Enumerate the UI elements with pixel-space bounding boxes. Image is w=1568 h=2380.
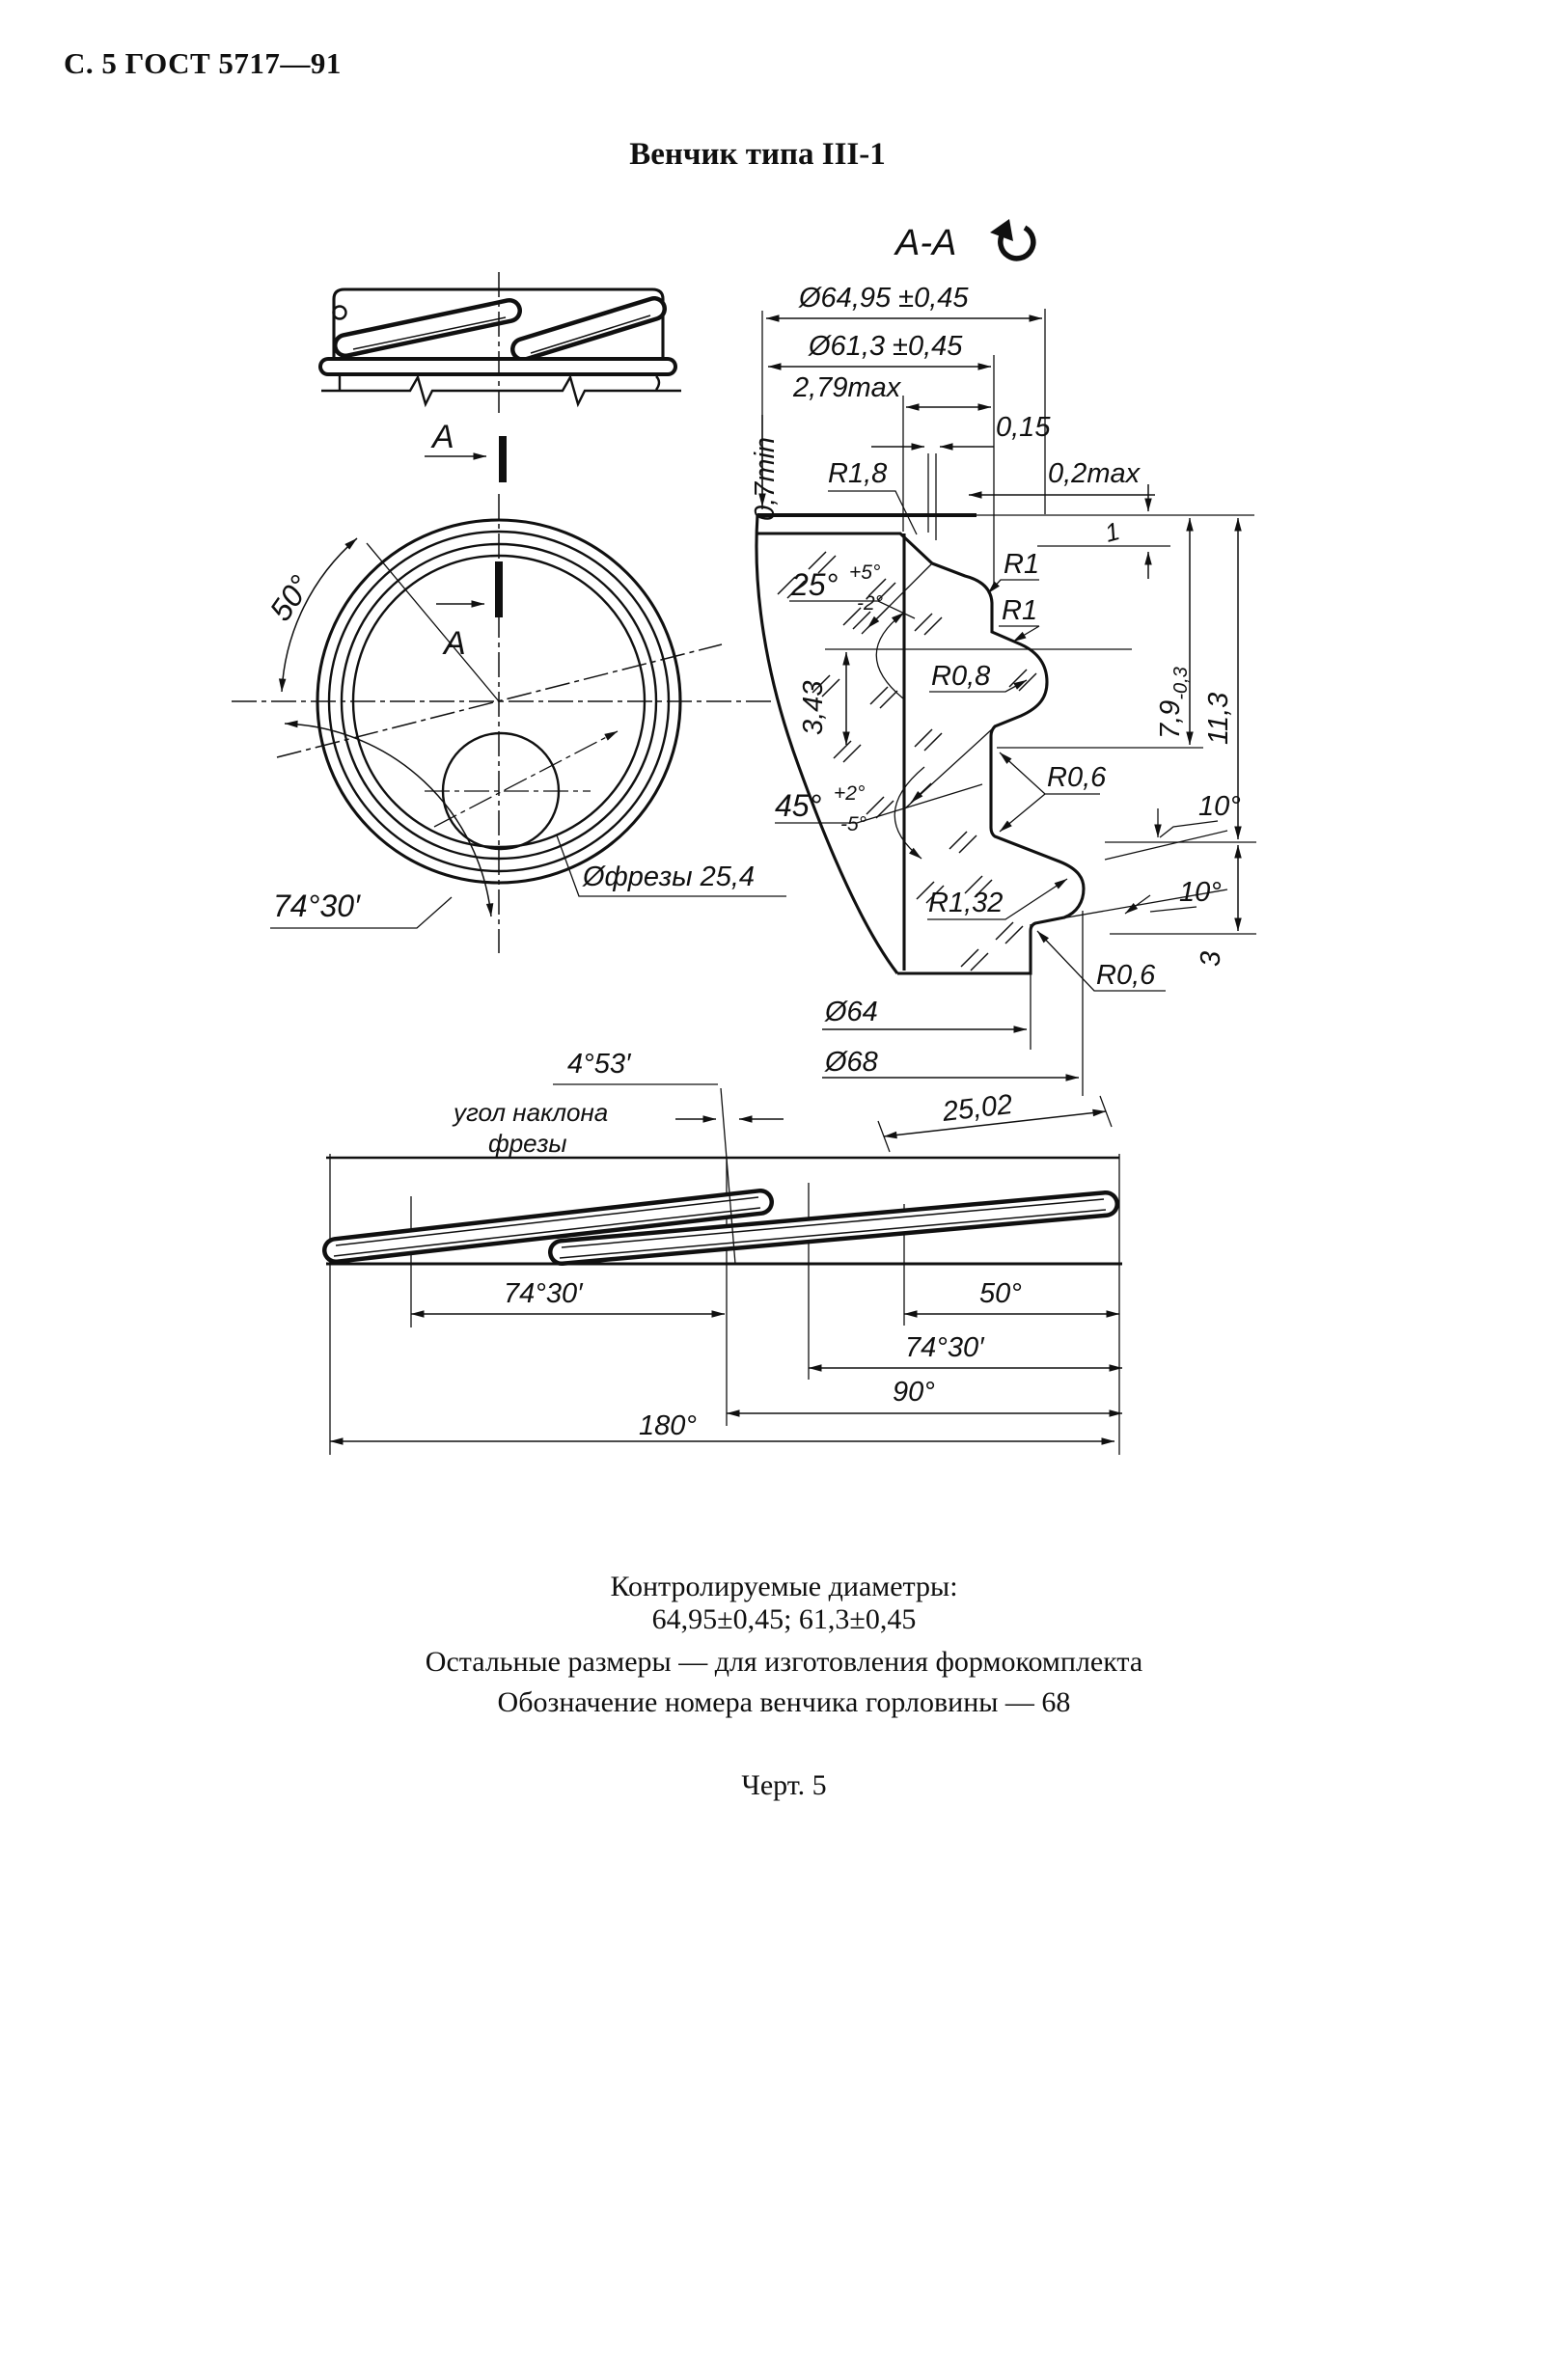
dim-74deg30-dev-left: 74°30′ <box>504 1278 584 1309</box>
construction-lines <box>825 545 1256 935</box>
dim-thread-depth: 2,79max <box>792 372 902 403</box>
dim-height-3: 3 <box>1196 951 1226 967</box>
dim-height-343: 3,43 <box>798 681 829 735</box>
page-title: Венчик типа III-1 <box>629 137 886 172</box>
note-controlled-diameters: Контролируемые диаметры: <box>610 1571 958 1602</box>
page-header: С. 5 ГОСТ 5717—91 <box>64 46 342 80</box>
figure-caption: Черт. 5 <box>741 1769 827 1801</box>
dim-radius-18: R1,8 <box>828 458 887 489</box>
dim-height-79: 7,9-0,3 <box>1155 667 1192 739</box>
dim-max-02: 0,2max <box>1048 458 1142 489</box>
side-elevation-view: А <box>318 272 681 482</box>
dim-radius-132: R1,32 <box>928 888 1003 918</box>
mill-cutter-circle <box>441 731 561 851</box>
dim-angle-10-upper: 10° <box>1198 791 1241 822</box>
development-view: 4°53′ угол наклона фрезы 25,02 74°30′ 50… <box>322 1049 1123 1455</box>
dim-diameter-68: Ø68 <box>824 1047 878 1078</box>
glass-profile <box>755 513 1254 975</box>
note-diameter-values: 64,95±0,45; 61,3±0,45 <box>651 1603 917 1635</box>
extension-lines <box>761 309 1084 1096</box>
dim-radius-1-second: R1 <box>1002 595 1037 626</box>
dim-74deg30-top-view: 74°30′ <box>273 889 361 923</box>
dim-angle-45-plus: +2° <box>834 782 865 805</box>
dim-radius-06-lower: R0,6 <box>1096 960 1156 991</box>
mill-tilt-note-line1: угол наклона <box>452 1098 608 1127</box>
dim-height-113: 11,3 <box>1203 693 1234 745</box>
section-marker-letter: А <box>442 625 466 662</box>
dim-90deg: 90° <box>893 1377 935 1408</box>
dim-radius-08: R0,8 <box>931 661 990 692</box>
technical-drawing: А 50° 74°30′ Øфрезы 25,4 А А-А <box>232 219 1256 1455</box>
rotated-icon <box>990 219 1036 261</box>
dim-gap-015: 0,15 <box>996 412 1051 443</box>
dim-mill-diameter: Øфрезы 25,4 <box>582 862 755 892</box>
top-view: 50° 74°30′ Øфрезы 25,4 А <box>232 494 786 953</box>
dim-seal-band-min: 0,7min <box>750 437 781 521</box>
dim-mill-tilt-angle: 4°53′ <box>567 1049 632 1080</box>
dim-angle-45-minus: -5° <box>840 813 867 835</box>
dim-angle-10-lower: 10° <box>1179 877 1222 908</box>
dim-length-2502: 25,02 <box>940 1089 1014 1128</box>
dim-outer-diameter: Ø64,95 ±0,45 <box>798 283 969 314</box>
dim-inner-diameter: Ø61,3 ±0,45 <box>808 331 963 362</box>
note-neck-number: Обозначение номера венчика горловины — 6… <box>497 1686 1071 1718</box>
mill-tilt-note-line2: фрезы <box>488 1129 567 1158</box>
dim-angle-45: 45° <box>775 788 822 823</box>
section-view: А-А <box>750 219 1256 1096</box>
dim-50deg-dev: 50° <box>979 1278 1022 1309</box>
dim-radius-06-upper: R0,6 <box>1047 762 1107 793</box>
dim-diameter-64: Ø64 <box>824 997 878 1027</box>
dim-angle-25: 25° <box>790 567 839 602</box>
dim-50deg-top-view: 50° <box>262 569 317 627</box>
dim-radius-1-first: R1 <box>1004 549 1039 580</box>
section-view-label: А-А <box>894 223 956 263</box>
mold-seam-dot <box>332 305 347 320</box>
dim-74deg30-dev-right: 74°30′ <box>905 1332 985 1363</box>
dim-one: 1 <box>1102 516 1123 548</box>
dim-angle-25-plus: +5° <box>849 561 880 584</box>
dim-180deg: 180° <box>639 1410 697 1441</box>
section-marker-letter: А <box>430 419 454 455</box>
note-other-dimensions: Остальные размеры — для изготовления фор… <box>425 1646 1143 1678</box>
dim-angle-25-minus: -2° <box>857 592 883 615</box>
